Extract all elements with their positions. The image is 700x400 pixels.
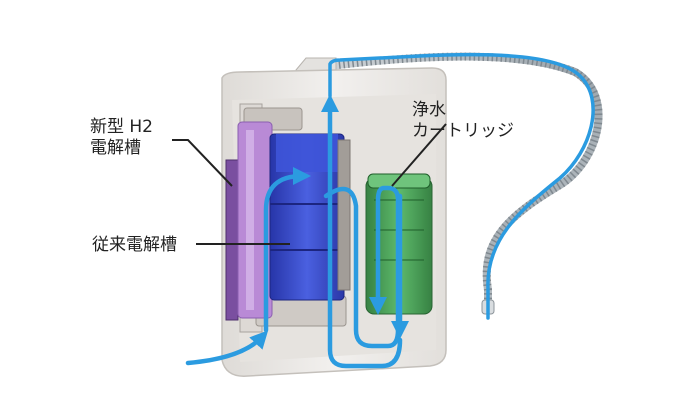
cartridge-loop-flow xyxy=(323,185,401,349)
callout-line-filter xyxy=(391,123,447,187)
callout-line-h2 xyxy=(172,139,233,187)
callout-lines xyxy=(172,123,447,245)
label-new-h2-cell: 新型 H2 電解槽 xyxy=(90,117,154,158)
lower-return-flow xyxy=(321,94,403,369)
faucet-hose-ridges xyxy=(329,52,603,308)
outlet-flow xyxy=(328,52,595,320)
rise-flow xyxy=(263,167,311,333)
cell-side-bar xyxy=(337,139,351,291)
label-conventional-cell: 従来電解槽 xyxy=(92,235,177,255)
inlet-flow xyxy=(185,330,269,366)
label-filter-cartridge: 浄水 カートリッジ xyxy=(412,100,514,141)
new-h2-cell-highlight xyxy=(246,130,254,310)
conventional-cell-top xyxy=(276,134,338,172)
new-h2-cell-plate xyxy=(225,159,239,321)
cartridge-cap xyxy=(367,173,431,189)
water-flow-path xyxy=(185,52,595,369)
